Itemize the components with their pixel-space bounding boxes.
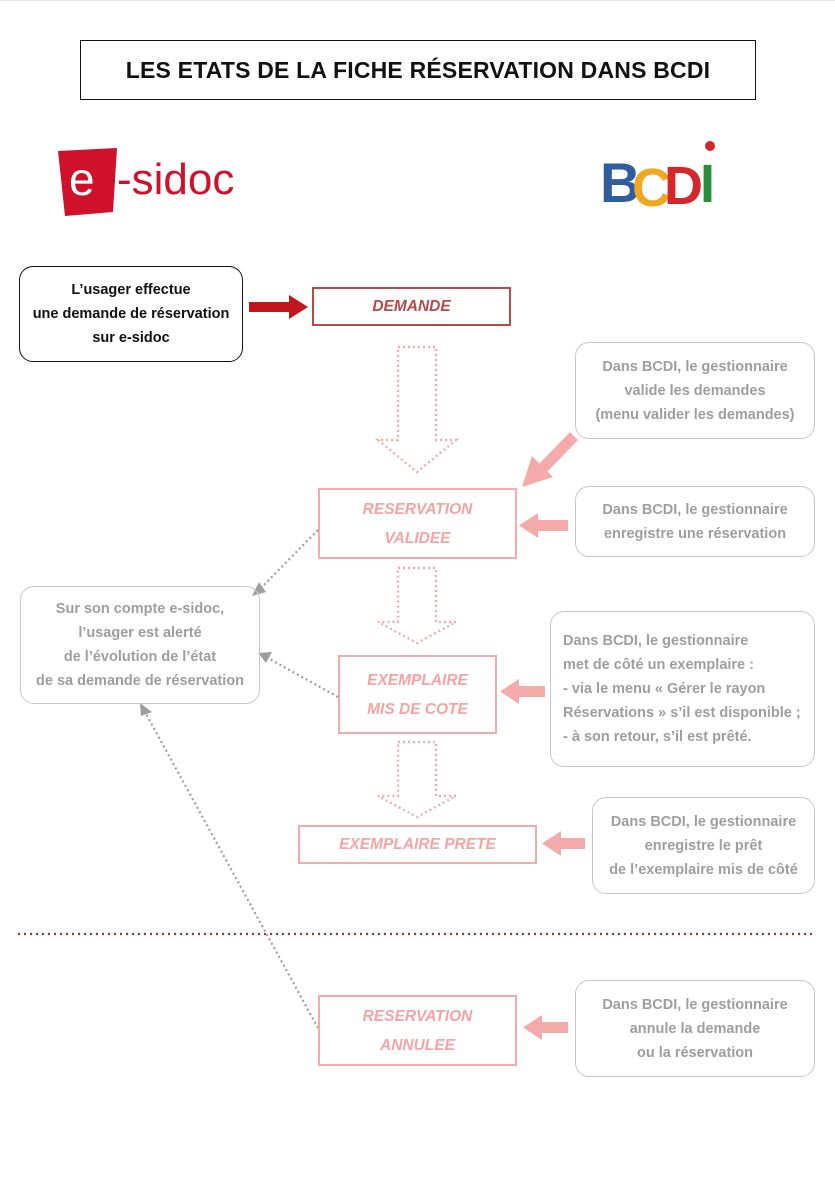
usager-line-3: sur e-sidoc [92,330,170,346]
note-enregistre-pret: Dans BCDI, le gestionnaire enregistre le… [592,797,815,894]
arrow-pret-to-prete [542,831,585,856]
note-annule-line-3: ou la réservation [636,1044,754,1061]
usager-request-box: L’usager effectue une demande de réserva… [19,266,243,362]
state-demande-label: DEMANDE [372,298,451,315]
note-usager-alerte: Sur son compte e-sidoc, l’usager est ale… [20,586,260,704]
state-misdecote-line-1: EXEMPLAIRE [367,671,468,689]
arrow-usager-to-demande [249,295,308,319]
note-pret-line-3: de l’exemplaire mis de côté [609,861,798,878]
top-border-line [0,0,835,1]
state-validee-line-2: VALIDEE [384,529,451,547]
esidoc-logo-text: -sidoc [117,155,234,204]
note-annule: Dans BCDI, le gestionnaire annule la dem… [575,980,815,1077]
state-annulee-line-2: ANNULEE [380,1036,455,1054]
dotted-annulee-to-alert [144,711,319,1029]
esidoc-logo-letter: e [69,153,95,205]
state-validee-line-1: RESERVATION [362,500,473,518]
bcdi-letter-d: D [664,156,703,216]
note-valider-line-3: (menu valider les demandes) [595,406,795,423]
state-misdecote-line-2: MIS DE COTE [367,700,468,718]
page-title: LES ETATS DE LA FICHE RÉSERVATION DANS B… [80,40,756,100]
down-arrow-demande-validee [374,345,460,474]
note-annule-line-2: annule la demande [629,1020,761,1037]
state-reservation-validee: RESERVATION VALIDEE [318,488,517,559]
note-metdecote-line-2: met de côté un exemplaire : [563,657,754,673]
note-metdecote-line-3: - via le menu « Gérer le rayon [563,681,766,697]
bcdi-letter-b: B [600,151,640,214]
state-annulee-line-1: RESERVATION [362,1007,473,1025]
note-valider-line-1: Dans BCDI, le gestionnaire [602,358,788,375]
note-metdecote-line-1: Dans BCDI, le gestionnaire [563,633,749,649]
note-alerte-line-1: Sur son compte e-sidoc, [55,601,225,617]
arrow-valider-to-validee [522,432,578,487]
note-pret-line-1: Dans BCDI, le gestionnaire [610,813,797,830]
esidoc-logo: e -sidoc [55,146,265,223]
note-alerte-line-3: de l’évolution de l’état [63,649,217,665]
state-exemplaire-mis-de-cote: EXEMPLAIRE MIS DE COTE [338,655,497,734]
state-prete-label: EXEMPLAIRE PRETE [339,836,496,853]
note-enregistre-line-1: Dans BCDI, le gestionnaire [602,501,788,518]
down-arrow-misdecote-prete [377,740,457,819]
note-met-de-cote: Dans BCDI, le gestionnaire met de côté u… [550,611,815,767]
state-exemplaire-prete: EXEMPLAIRE PRETE [298,825,537,864]
note-pret-line-2: enregistre le prêt [644,837,763,854]
state-reservation-annulee: RESERVATION ANNULEE [318,995,517,1066]
note-metdecote-line-5: - à son retour, s’il est prêté. [563,729,752,745]
arrow-enregistre-to-validee [519,513,568,538]
usager-line-1: L’usager effectue [71,282,191,298]
note-valider-demandes: Dans BCDI, le gestionnaire valide les de… [575,342,815,439]
down-arrow-validee-misdecote [377,566,457,645]
bcdi-logo: B C D I [600,140,725,227]
arrow-annule-to-annulee [523,1015,568,1040]
usager-line-2: une demande de réservation [32,306,230,322]
state-demande: DEMANDE [312,287,511,326]
arrow-metdecote-to-misdecote [500,679,545,704]
note-enregistre-reservation: Dans BCDI, le gestionnaire enregistre un… [575,486,815,557]
note-alerte-line-2: l’usager est alerté [78,625,202,641]
note-alerte-line-4: de sa demande de réservation [36,673,244,689]
bcdi-letter-i: I [700,154,715,214]
note-enregistre-line-2: enregistre une réservation [603,525,787,542]
note-valider-line-2: valide les demandes [624,382,766,399]
dotted-misdecote-to-alert [265,656,339,698]
note-metdecote-line-4: Réservations » s’il est disponible ; [563,705,801,721]
bcdi-letter-c: C [632,158,671,218]
note-annule-line-1: Dans BCDI, le gestionnaire [602,996,788,1013]
dotted-validee-to-alert [260,529,319,589]
